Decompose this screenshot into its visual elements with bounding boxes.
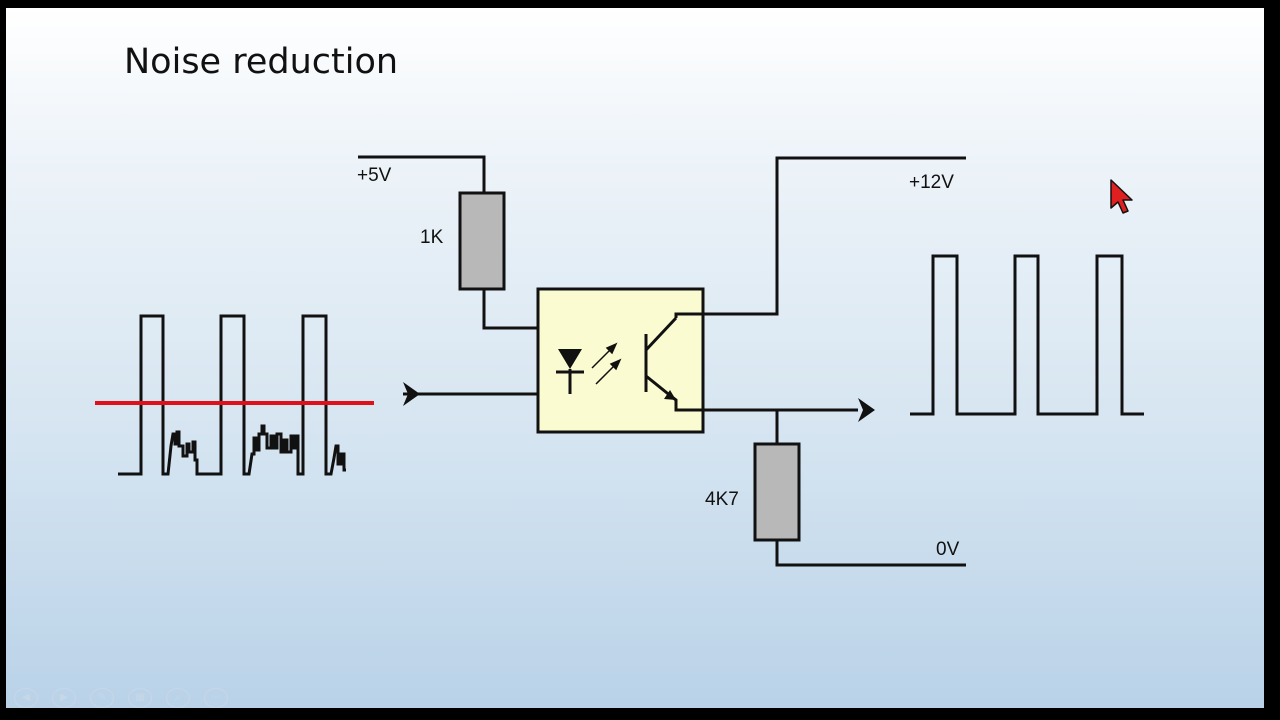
label-1k: 1K <box>420 227 444 248</box>
light-rays-icon <box>591 342 622 385</box>
slides-icon[interactable]: ▦ <box>128 688 152 708</box>
resistor-1k <box>458 191 506 291</box>
label-0v: 0V <box>936 539 960 560</box>
led-diode-icon <box>558 349 582 369</box>
pen-icon[interactable]: ✎ <box>90 688 114 708</box>
label-4k7: 4K7 <box>705 489 739 510</box>
presentation-controls: ◀ ▶ ✎ ▦ ⌕ ⋯ <box>14 688 228 708</box>
label-plus-12v: +12V <box>909 172 954 193</box>
output-arrow-icon <box>858 398 875 422</box>
zoom-icon[interactable]: ⌕ <box>166 688 190 708</box>
previous-icon[interactable]: ◀ <box>14 688 38 708</box>
clean-output-waveform <box>910 254 1144 416</box>
circuit-diagram: +5V 1K +12V 4K7 0V <box>95 155 1144 567</box>
input-arrow-icon <box>403 382 420 406</box>
noisy-input-waveform <box>118 314 346 476</box>
supply-12v-wire <box>703 156 966 316</box>
more-icon[interactable]: ⋯ <box>204 688 228 708</box>
slide: Noise reduction <box>6 8 1264 708</box>
ground-wire <box>775 540 966 567</box>
slide-title: Noise reduction <box>124 42 399 82</box>
resistor-4k7 <box>753 442 801 542</box>
label-plus-5v: +5V <box>357 165 392 186</box>
next-icon[interactable]: ▶ <box>52 688 76 708</box>
supply-5v-wire <box>358 155 486 193</box>
mouse-cursor-icon <box>1110 179 1133 214</box>
emitter-arrow-icon <box>664 390 676 400</box>
